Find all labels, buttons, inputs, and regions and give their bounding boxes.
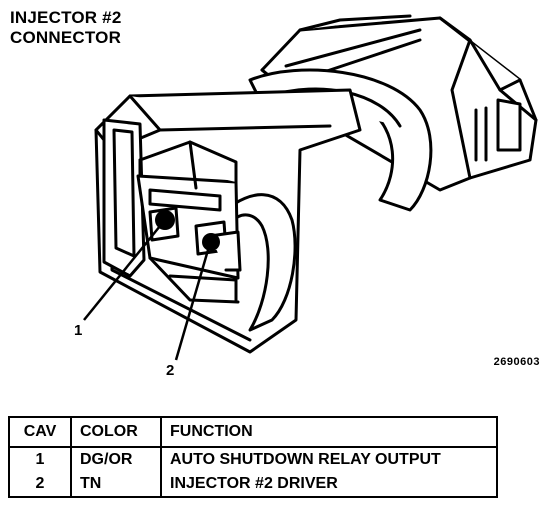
table-row: 1 DG/OR AUTO SHUTDOWN RELAY OUTPUT [8, 447, 498, 472]
cell-color: TN [70, 472, 162, 498]
pinout-table: CAV COLOR FUNCTION 1 DG/OR AUTO SHUTDOWN… [8, 416, 498, 498]
terminal-1-dot [155, 210, 175, 230]
cell-function: AUTO SHUTDOWN RELAY OUTPUT [160, 447, 498, 472]
figure-code: 2690603 [493, 356, 540, 368]
diagram-title: INJECTOR #2 CONNECTOR [10, 8, 121, 48]
header-cav: CAV [8, 416, 72, 448]
terminal-2-dot [202, 233, 220, 251]
header-color: COLOR [70, 416, 162, 448]
leader-line-1 [83, 225, 161, 321]
callout-1: 1 [74, 322, 83, 339]
callout-2: 2 [166, 362, 175, 379]
connector-illustration [83, 14, 538, 361]
header-function: FUNCTION [160, 416, 498, 448]
cell-cav: 2 [8, 472, 72, 498]
title-line-2: CONNECTOR [10, 28, 122, 47]
cell-color: DG/OR [70, 447, 162, 472]
cell-cav: 1 [8, 447, 72, 472]
leader-line-2 [174, 249, 210, 361]
table-row: 2 TN INJECTOR #2 DRIVER [8, 472, 498, 498]
title-line-1: INJECTOR #2 [10, 8, 122, 27]
table-header-row: CAV COLOR FUNCTION [8, 416, 498, 448]
cell-function: INJECTOR #2 DRIVER [160, 472, 498, 498]
connector-front-housing [94, 88, 362, 354]
